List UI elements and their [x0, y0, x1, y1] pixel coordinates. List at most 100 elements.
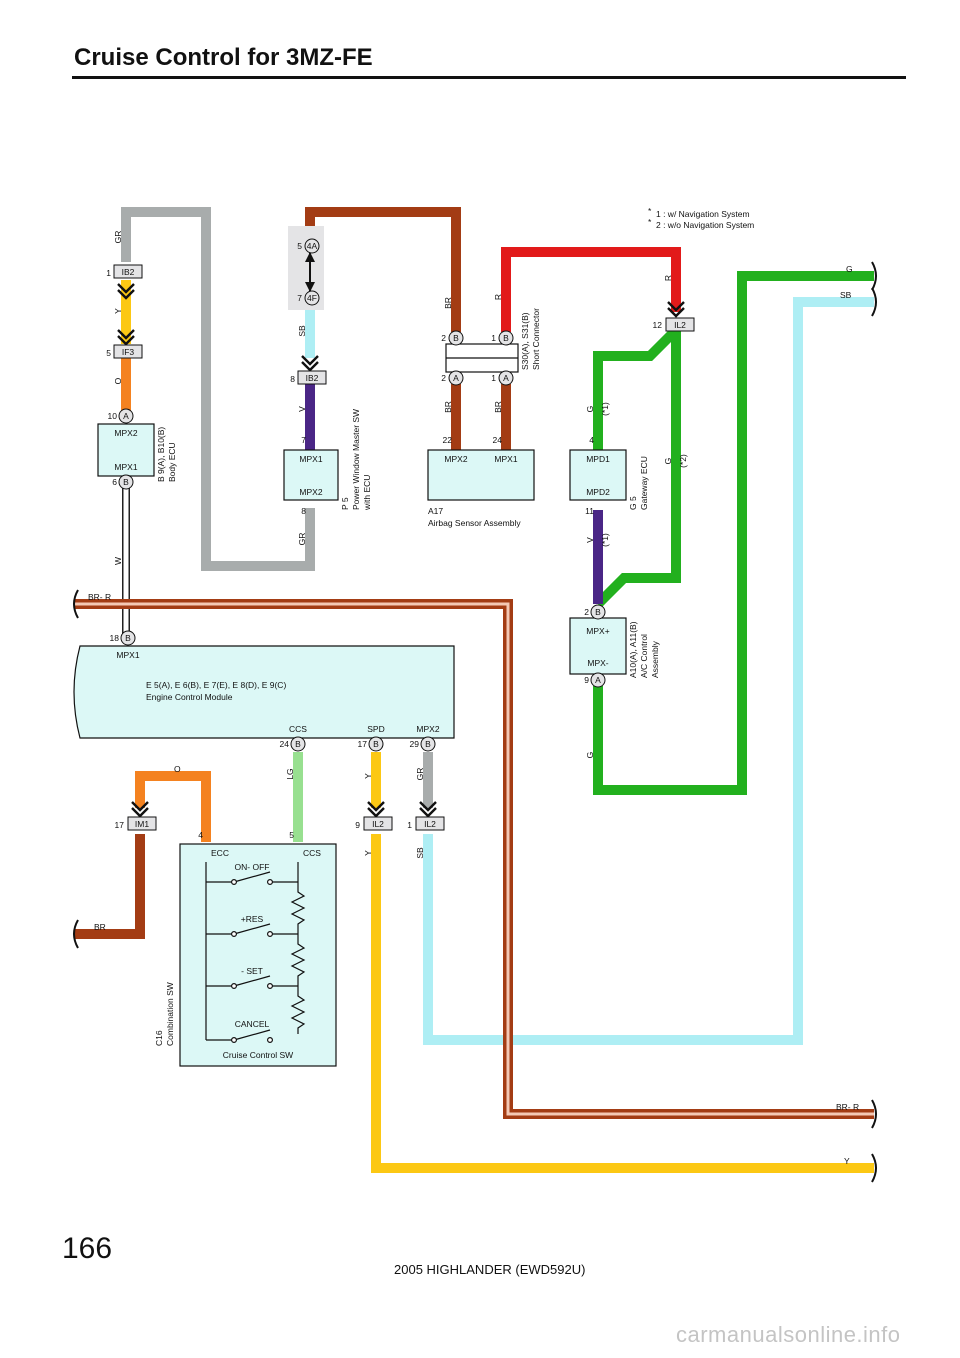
- pin-letter-a-sc-l: A: [453, 373, 459, 383]
- ac-name: A/C Control: [639, 634, 649, 678]
- wire-label-r-il2: R: [663, 275, 673, 281]
- ecm-pin-mpx2: MPX2: [416, 724, 439, 734]
- pin-24-airbag: 24: [493, 435, 503, 445]
- pin-letter-b-body: B: [123, 477, 129, 487]
- combsw-code: C16: [154, 1030, 164, 1046]
- connector-if3: IF3: [122, 347, 135, 357]
- pin-29-ecm: 29: [410, 739, 420, 749]
- airbag-pin-mpx2: MPX2: [444, 454, 467, 464]
- pin-11-gateway: 11: [585, 506, 594, 516]
- pw-name2: with ECU: [362, 475, 372, 511]
- pw-pin-mpx2: MPX2: [299, 487, 322, 497]
- pin-letter-b-ecm-ccs: B: [295, 739, 301, 749]
- body-ecu-box: [97, 423, 155, 477]
- junction-link: [305, 248, 315, 296]
- pin-circles: [118, 238, 606, 752]
- wire-label-br-sc-l: BR: [443, 401, 453, 413]
- wire-brr-stripe: [74, 602, 874, 1116]
- wire-label-br-sc-r: BR: [493, 401, 503, 413]
- pin-10-body: 10: [108, 411, 118, 421]
- wire-label-o-top: O: [113, 377, 123, 384]
- pin-6-body: 6: [112, 477, 117, 487]
- pin-2-ac: 2: [584, 607, 589, 617]
- connector-im1: IM1: [135, 819, 149, 829]
- wire-gr-body-pw: [121, 207, 315, 571]
- pin-letter-a-body: A: [123, 411, 129, 421]
- body-ecu-code: B 9(A), B10(B): [156, 427, 166, 482]
- ecm-name: Engine Control Module: [146, 692, 233, 702]
- note-star-2: *: [648, 217, 652, 227]
- combsw-pin-ccs: CCS: [303, 848, 321, 858]
- switch-on-off: ON- OFF: [235, 862, 270, 872]
- note-1: 1 : w/ Navigation System: [656, 209, 750, 219]
- pin-8-ib2: 8: [290, 374, 295, 384]
- page-title: Cruise Control for 3MZ-FE: [74, 44, 373, 71]
- connector-il2-sb: IL2: [424, 819, 436, 829]
- pin-5-if3: 5: [106, 348, 111, 358]
- pin-5-4a: 5: [297, 241, 302, 251]
- wire-label-n1-v: (*1): [600, 533, 610, 547]
- pw-code: P 5: [340, 497, 350, 510]
- airbag-pin-mpx1: MPX1: [494, 454, 517, 464]
- note-2: 2 : w/o Navigation System: [656, 220, 754, 230]
- wire-label-g-gateway: G: [585, 406, 595, 413]
- body-ecu-pin-mpx1: MPX1: [114, 462, 137, 472]
- title-rule: [72, 76, 906, 79]
- wire-g-gateway-il2: [593, 326, 680, 450]
- pin-letter-b-ecm-mpx2: B: [425, 739, 431, 749]
- wire-label-o-im1: O: [174, 764, 181, 774]
- wire-label-gr-mpx2: GR: [415, 768, 425, 781]
- pin-letter-b-ecm-spd: B: [373, 739, 379, 749]
- power-window-box: [283, 449, 339, 501]
- page-number: 166: [62, 1232, 113, 1265]
- ac-pin-mpx-minus: MPX-: [587, 658, 608, 668]
- gateway-pin-mpd1: MPD1: [586, 454, 610, 464]
- connector-4a: 4A: [307, 241, 318, 251]
- wire-y-il2-right: [371, 834, 874, 1173]
- pin-letter-b-ac: B: [595, 607, 601, 617]
- pin-letter-a-sc-r: A: [503, 373, 509, 383]
- connector-ib2-pw: IB2: [306, 373, 319, 383]
- ac-control-box: [569, 617, 627, 675]
- ac-name2: Assembly: [650, 640, 660, 678]
- connector-4f: 4F: [307, 293, 317, 303]
- ac-code: A10(A), A11(B): [628, 621, 638, 678]
- gateway-pin-mpd2: MPD2: [586, 487, 610, 497]
- note-star-1: *: [648, 206, 652, 216]
- wire-end-marks: [73, 261, 877, 1183]
- combsw-pin-ecc: ECC: [211, 848, 229, 858]
- airbag-code: A17: [428, 506, 443, 516]
- body-ecu-name: Body ECU: [167, 442, 177, 482]
- wire-label-w: W: [113, 557, 123, 565]
- short-connector-code: S30(A), S31(B): [520, 312, 530, 370]
- short-connector-name: Short Connector: [531, 308, 541, 370]
- wire-label-g-il2: G: [663, 458, 673, 465]
- wire-label-y-top: Y: [113, 308, 123, 314]
- combsw-name: Combination SW: [165, 982, 175, 1046]
- footer-document: 2005 HIGHLANDER (EWD592U): [394, 1262, 586, 1277]
- connector-il2-top: IL2: [674, 320, 686, 330]
- pin-17-ecm: 17: [358, 739, 368, 749]
- ac-pin-mpx-plus: MPX+: [586, 626, 609, 636]
- pin-7-pw: 7: [301, 435, 306, 445]
- wire-label-r-sc-top: R: [493, 294, 503, 300]
- wire-br-4a-airbag: [305, 207, 461, 332]
- pin-letter-a-ac: A: [595, 675, 601, 685]
- pin-1-sc-b: 1: [491, 333, 496, 343]
- gateway-name: Gateway ECU: [639, 456, 649, 510]
- pin-8-pw: 8: [301, 506, 306, 516]
- switch-set: - SET: [241, 966, 263, 976]
- connector-ib2-top: IB2: [122, 267, 135, 277]
- wire-label-n1-gateway: (*1): [600, 402, 610, 416]
- wire-label-br-left: BR: [94, 922, 106, 932]
- pin-1-ib2: 1: [106, 268, 111, 278]
- wire-label-brr-left: BR- R: [88, 592, 111, 602]
- connector-boxes: [113, 264, 695, 831]
- switch-cancel: CANCEL: [235, 1019, 270, 1029]
- wire-g-ac-right: [593, 271, 874, 795]
- connector-il2-y: IL2: [372, 819, 384, 829]
- pin-5-combsw: 5: [289, 830, 294, 840]
- wire-label-y-bottom: Y: [363, 850, 373, 856]
- pin-letter-b-sc-r: B: [503, 333, 509, 343]
- ecm-pin-ccs: CCS: [289, 724, 307, 734]
